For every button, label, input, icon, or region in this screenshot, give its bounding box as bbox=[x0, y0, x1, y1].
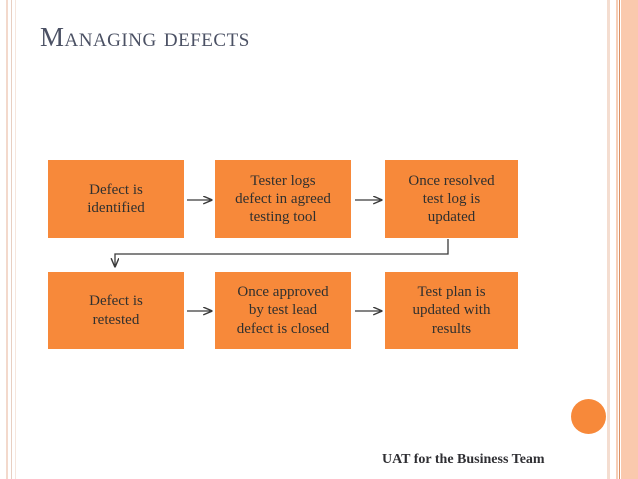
connector-elbow-3-to-4 bbox=[115, 239, 449, 266]
right-edge-band bbox=[621, 0, 638, 479]
left-edge-rule-inner bbox=[15, 0, 16, 479]
orange-circle-decoration bbox=[571, 399, 606, 434]
right-edge-rule-light bbox=[616, 0, 618, 479]
slide-footer: UAT for the Business Team bbox=[382, 452, 545, 467]
left-edge-rule-mid bbox=[11, 0, 12, 479]
right-edge-rule-dark bbox=[619, 0, 620, 479]
right-edge-rule-thin bbox=[607, 0, 610, 479]
right-edge-gap bbox=[613, 0, 615, 479]
page-title: Managing defects bbox=[40, 22, 250, 52]
left-edge-rule-outer bbox=[6, 0, 8, 479]
